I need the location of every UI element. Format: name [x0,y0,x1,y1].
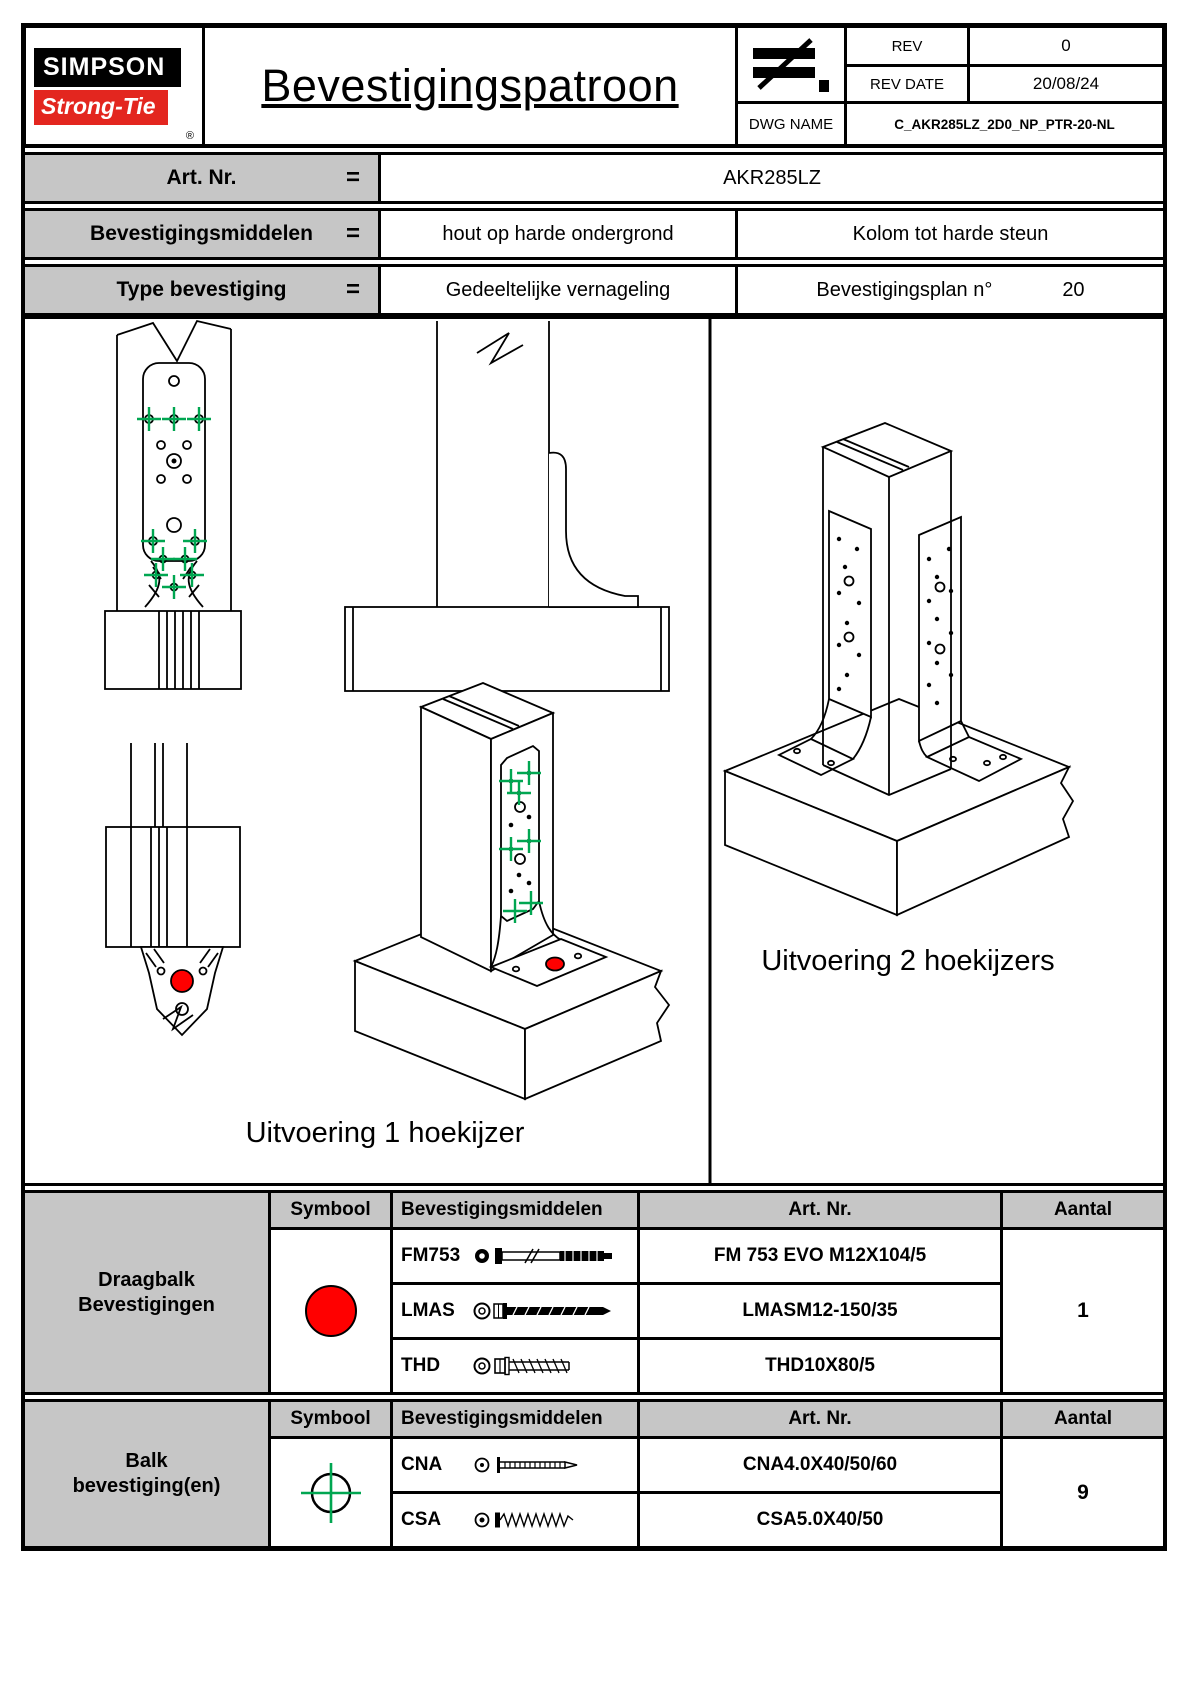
projection-symbol-cell [738,28,844,101]
fastener-row-fm753: FM753 [393,1230,637,1282]
balk-symbol-cell [271,1439,390,1546]
group-label-line1: Draagbalk [98,1268,195,1291]
fastener-row-cna: CNA [393,1439,637,1491]
thd-screw-icon [473,1356,570,1376]
equals-sign: = [345,220,360,247]
col-header-symbool: Symbool [271,1402,390,1436]
iso-two-brackets-drawing [722,422,1075,917]
title-block: SIMPSON Strong-Tie ® Bevestigingspatroon… [22,24,1166,148]
rev-date-label-cell: REV DATE [847,67,967,101]
artnr-label: Art. Nr. [166,166,237,189]
fastener-name: LMAS [401,1300,455,1321]
group-label-line1: Balk [125,1450,168,1472]
col-header-symbool: Symbool [271,1193,390,1227]
strongtie-logo-box: Strong-Tie [34,89,168,125]
group-label-draagbalk: Draagbalk Bevestigingen [25,1193,268,1392]
equals-sign: = [345,164,360,191]
draagbalk-qty-cell: 1 [1003,1230,1163,1392]
iso-one-bracket-drawing [352,682,671,1101]
sheet-title-cell: Bevestigingspatroon [205,28,735,144]
fixing-type-value-cell: Gedeeltelijke vernageling [381,267,735,313]
registered-trademark: ® [185,130,194,142]
group-label-line2: Bevestigingen [78,1293,215,1316]
col-header-bevestigingsmiddelen: Bevestigingsmiddelen [393,1193,637,1227]
technical-drawings [104,319,1075,1183]
rev-date-value-cell: 20/08/24 [970,67,1162,101]
fm753-bolt-icon [475,1248,612,1264]
fasteners-value-left-cell: hout op harde ondergrond [381,211,735,257]
fixing-plan-label: Bevestigingsplan n° [816,278,993,301]
artnr-thd: THD10X80/5 [640,1340,1000,1392]
fixing-plan-number: 20 [1062,278,1085,301]
fastener-row-csa: CSA [393,1494,637,1546]
col-header-aantal: Aantal [1003,1402,1163,1436]
fastener-row-lmas: LMAS [393,1285,637,1337]
drawing-area: Uitvoering 1 hoekijzer Uitvoering 2 hoek… [22,316,1166,1186]
rev-label-cell: REV [847,28,967,64]
fasteners-label: Bevestigingsmiddelen [90,222,313,245]
simpson-strongtie-logo: SIMPSON Strong-Tie ® [26,28,202,144]
fastener-name: CSA [401,1509,442,1530]
fastener-name: CNA [401,1454,443,1475]
draagbalk-symbol-cell [271,1230,390,1392]
fixing-type-label: Type bevestiging [116,278,287,301]
artnr-cna: CNA4.0X40/50/60 [640,1439,1000,1491]
artnr-fm753: FM 753 EVO M12X104/5 [640,1230,1000,1282]
artnr-value-cell: AKR285LZ [381,155,1163,201]
red-circle-symbol [304,1285,357,1337]
fasteners-label-cell: Bevestigingsmiddelen = [25,211,378,257]
draagbalk-fasteners-table: Draagbalk Bevestigingen Symbool Bevestig… [22,1190,1166,1395]
not-equal-projection-icon [753,37,829,92]
lmas-anchor-icon [473,1302,611,1320]
variant-2-caption: Uitvoering 2 hoekijzers [761,945,1055,977]
info-row-fixing-type: Type bevestiging = Gedeeltelijke vernage… [22,264,1166,316]
artnr-csa: CSA5.0X40/50 [640,1494,1000,1546]
cna-nail-icon [474,1457,578,1473]
balk-qty-cell: 9 [1003,1439,1163,1546]
sheet-title: Bevestigingspatroon [261,60,679,111]
bottom-view-drawing [105,743,241,1037]
front-view-drawing [104,319,242,690]
info-row-fasteners: Bevestigingsmiddelen = hout op harde ond… [22,208,1166,260]
artnr-label-cell: Art. Nr. = [25,155,378,201]
csa-screw-icon [474,1511,574,1529]
simpson-logo-text: SIMPSON [43,52,166,81]
green-cross-symbol [300,1462,361,1523]
fixing-type-label-cell: Type bevestiging = [25,267,378,313]
rev-value-cell: 0 [970,28,1162,64]
dwg-name-value-cell: C_AKR285LZ_2D0_NP_PTR-20-NL [847,104,1162,144]
col-header-artnr: Art. Nr. [640,1402,1000,1436]
col-header-aantal: Aantal [1003,1193,1163,1227]
group-label-balk: Balk bevestiging(en) [25,1402,268,1546]
fasteners-value-right-cell: Kolom tot harde steun [738,211,1163,257]
fastener-name: THD [401,1355,441,1376]
variant-1-caption: Uitvoering 1 hoekijzer [245,1117,525,1149]
group-label-line2: bevestiging(en) [72,1475,221,1497]
dwg-name-label-cell: DWG NAME [738,104,844,144]
col-header-bevestigingsmiddelen: Bevestigingsmiddelen [393,1402,637,1436]
artnr-lmas: LMASM12-150/35 [640,1285,1000,1337]
equals-sign: = [345,276,360,303]
side-view-drawing [344,321,670,692]
strongtie-logo-text: Strong-Tie [41,92,156,119]
fixing-plan-cell: Bevestigingsplan n° 20 [738,267,1163,313]
fastener-row-thd: THD [393,1340,637,1392]
simpson-logo-box: SIMPSON [34,47,182,87]
col-header-artnr: Art. Nr. [640,1193,1000,1227]
fastener-name: FM753 [401,1245,461,1266]
info-row-artnr: Art. Nr. = AKR285LZ [22,152,1166,204]
balk-fasteners-table: Balk bevestiging(en) Symbool Bevestiging… [22,1399,1166,1549]
